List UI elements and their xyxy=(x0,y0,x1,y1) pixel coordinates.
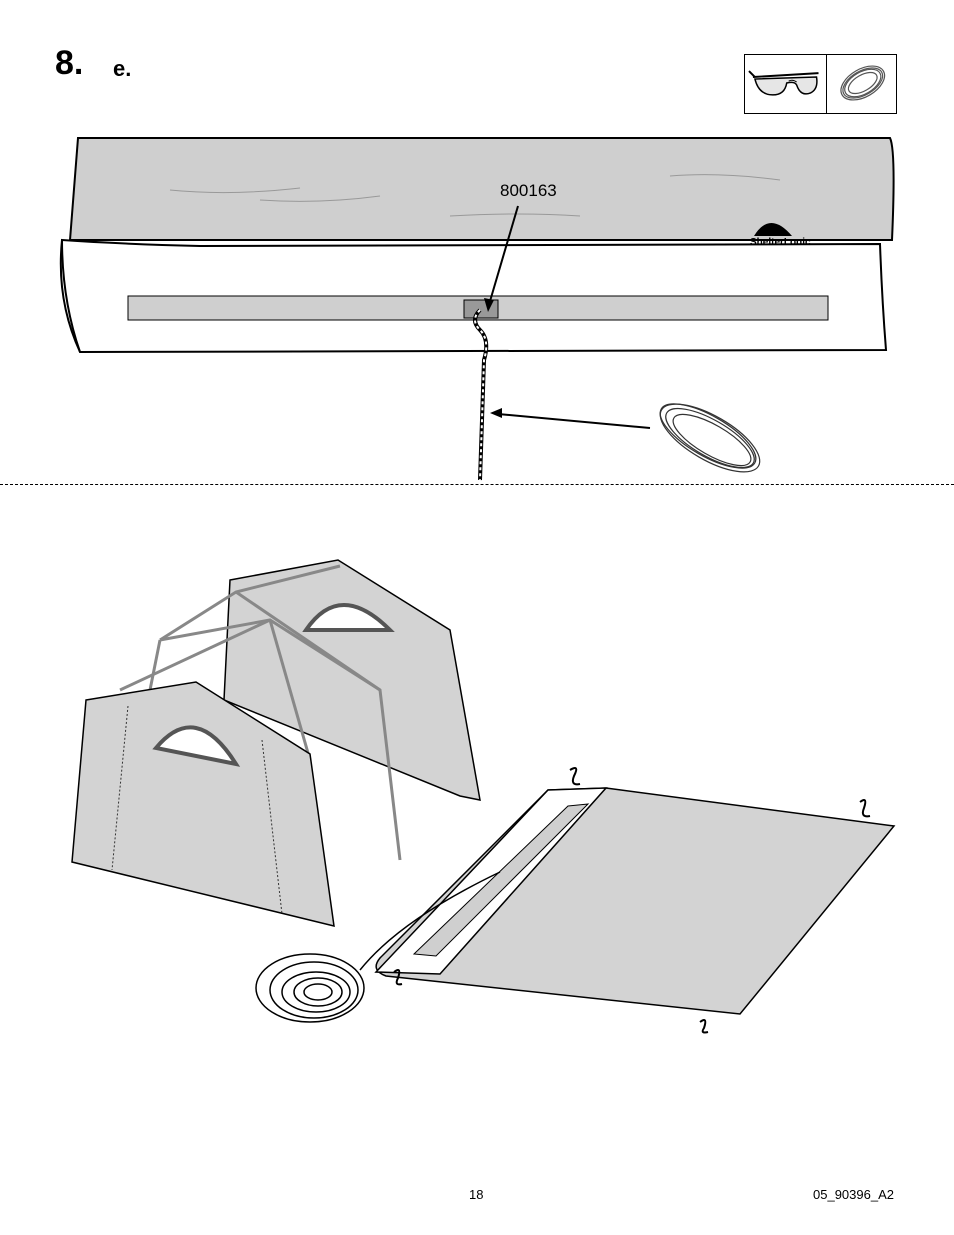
part-number-label: 800163 xyxy=(500,181,557,201)
rope-coil-icon xyxy=(827,55,896,113)
document-code: 05_90396_A2 xyxy=(813,1187,894,1202)
shelter-assembly-figure xyxy=(0,550,954,1050)
step-substep: e. xyxy=(113,56,131,82)
cover-roll-figure: ShelterLogic xyxy=(0,130,954,490)
rope-coil-icon xyxy=(651,391,770,485)
safety-glasses-icon xyxy=(745,55,827,113)
section-divider xyxy=(0,484,954,485)
required-tools-box xyxy=(744,54,897,114)
step-number: 8. xyxy=(55,44,83,83)
page-number: 18 xyxy=(469,1187,483,1202)
